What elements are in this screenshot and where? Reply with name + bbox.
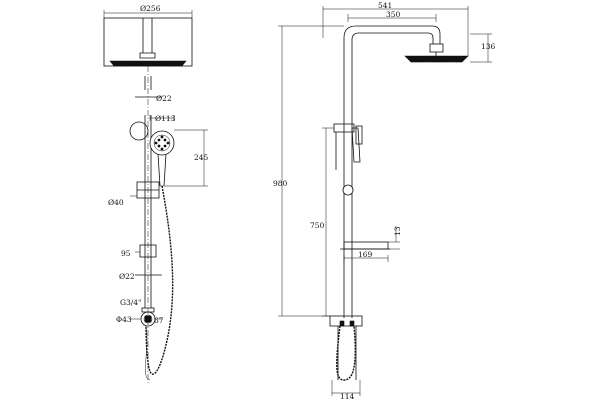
pipe-diameter-lower-label: Ø22 (119, 272, 135, 281)
inlet-outlet: G3/4" Φ43 67 (116, 298, 164, 327)
base-width-dimension: 114 (331, 380, 361, 400)
overhead-arm (343, 25, 469, 318)
head-diameter-label: Ø256 (140, 4, 161, 13)
handshower-diameter-label: Ø113 (155, 114, 176, 123)
front-view: Ø256 Ø22 Ø113 245 (103, 4, 209, 385)
handshower-length-dimension: 245 (160, 129, 209, 187)
hand-shower: Ø113 (129, 114, 176, 187)
mixer-valve (329, 315, 363, 381)
shelf-thickness-label: 13 (393, 226, 402, 236)
side-shelf: 169 13 (340, 226, 402, 262)
rail-offset-label: 95 (121, 249, 131, 258)
hose (145, 185, 174, 375)
shelf-height-label: 750 (310, 221, 325, 230)
rain-head (103, 17, 193, 67)
overall-projection-label: 541 (378, 1, 392, 10)
side-handshower (333, 123, 363, 196)
outlet-diameter-label: Φ43 (116, 315, 132, 324)
thread-label: G3/4" (120, 298, 142, 307)
base-width-label: 114 (340, 392, 355, 400)
outlet-depth-label: 67 (154, 316, 164, 325)
top-dimensions: 541 350 136 (322, 1, 496, 63)
head-diameter-dimension: Ø256 (103, 4, 193, 18)
pipe-diameter-upper-label: Ø22 (156, 94, 172, 103)
side-view: 541 350 136 169 13 (273, 1, 496, 400)
height-dimensions: 980 750 (273, 25, 344, 317)
bracket-diameter-label: Ø40 (108, 198, 124, 207)
slide-bracket: Ø40 (108, 181, 160, 207)
arm-reach-label: 350 (386, 10, 401, 19)
handshower-length-label: 245 (194, 153, 209, 162)
overall-height-label: 980 (273, 179, 288, 188)
head-drop-label: 136 (481, 42, 496, 51)
shelf-depth-label: 169 (358, 250, 373, 259)
